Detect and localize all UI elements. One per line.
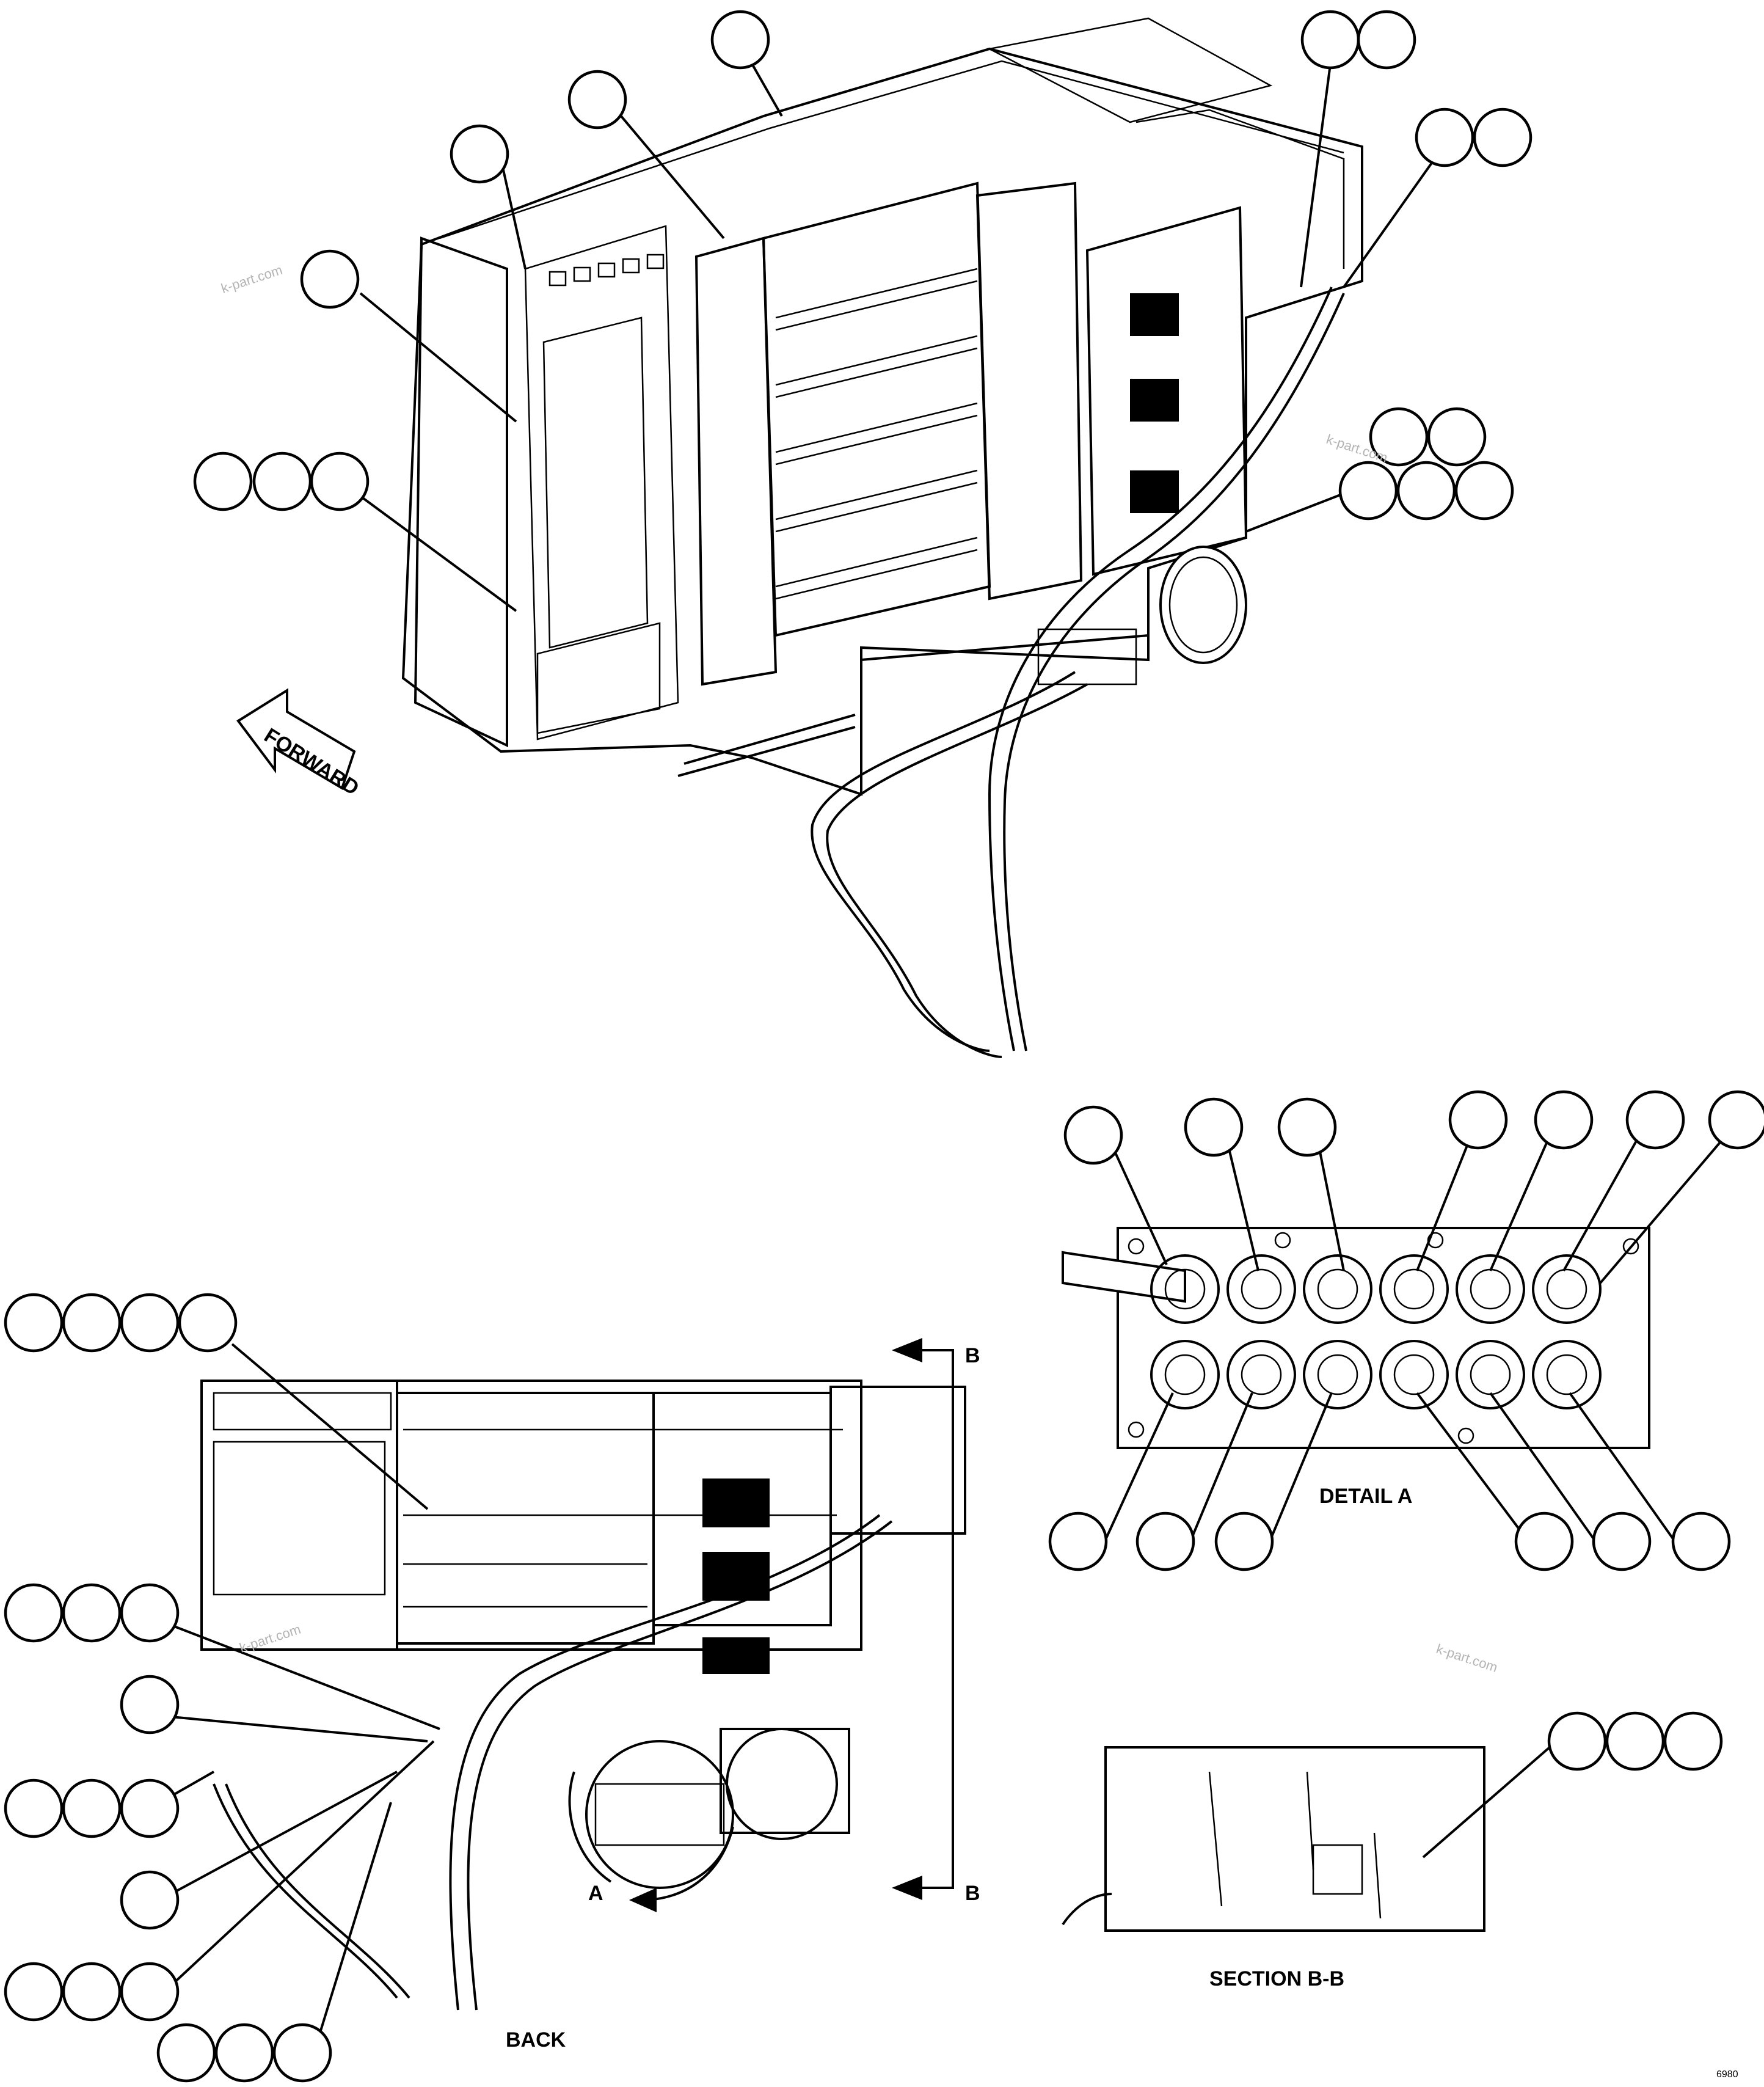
- callout-balloon: [178, 1293, 238, 1353]
- grommet-row-top: [1150, 1254, 1602, 1324]
- callout-balloon: [120, 1962, 180, 2022]
- callout-balloons: [4, 10, 1764, 2083]
- callout-balloon: [1357, 10, 1416, 70]
- callout-balloon: [1427, 407, 1487, 467]
- card-rack: [775, 268, 978, 600]
- callout-balloon: [450, 124, 509, 184]
- callout-balloon: [1396, 461, 1456, 521]
- callout-balloon: [4, 1583, 64, 1643]
- callout-balloon: [1300, 10, 1360, 70]
- callout-balloon: [1448, 1090, 1508, 1150]
- callout-balloon: [193, 451, 253, 511]
- callout-balloon: [1514, 1511, 1574, 1571]
- callout-balloon: [1415, 108, 1474, 167]
- back-label: BACK: [506, 2028, 566, 2052]
- callout-balloon: [120, 1675, 180, 1734]
- callout-balloon: [1534, 1090, 1594, 1150]
- callout-balloon: [1277, 1097, 1337, 1157]
- vent-grid-back: [702, 1478, 770, 1674]
- detail-marker-letter: A: [588, 1882, 603, 1905]
- isometric-view: FORWARD: [236, 17, 1363, 1058]
- section-bb: SECTION B-B: [1062, 1746, 1485, 1990]
- detail-a-label: DETAIL A: [1319, 1485, 1412, 1508]
- callout-balloon: [1184, 1097, 1244, 1157]
- callout-balloon: [1063, 1105, 1123, 1165]
- callout-balloon: [1473, 108, 1533, 167]
- callout-balloon: [4, 1962, 64, 2022]
- vent-grid: [1130, 293, 1179, 513]
- callout-balloon: [62, 1583, 122, 1643]
- callout-balloon: [1605, 1711, 1665, 1771]
- callout-balloon: [1454, 461, 1514, 521]
- callout-balloon: [120, 1293, 180, 1353]
- forward-arrow: FORWARD: [236, 688, 363, 800]
- callout-balloon: [4, 1293, 64, 1353]
- callout-balloon: [1592, 1511, 1652, 1571]
- leader-lines: [170, 51, 1742, 2041]
- watermark: k-part.com: [1434, 1641, 1500, 1675]
- callout-balloon: [156, 2023, 216, 2083]
- callout-balloon: [310, 451, 370, 511]
- callout-balloon: [4, 1778, 64, 1838]
- callout-balloon: [62, 1778, 122, 1838]
- callout-balloon: [272, 2023, 332, 2083]
- callout-balloon: [1547, 1711, 1607, 1771]
- connector-row: [549, 254, 665, 287]
- callout-balloon: [300, 249, 360, 309]
- section-marker-bottom: B: [965, 1882, 980, 1905]
- grommet-row-bottom: [1150, 1340, 1602, 1409]
- callout-balloon: [1135, 1511, 1195, 1571]
- callout-balloon: [1708, 1090, 1764, 1150]
- callout-balloon: [1338, 461, 1398, 521]
- callout-balloon: [120, 1583, 180, 1643]
- callout-balloon: [62, 1962, 122, 2022]
- callout-balloon: [1671, 1511, 1731, 1571]
- callout-balloon: [1663, 1711, 1723, 1771]
- back-view: B B A BACK: [200, 1338, 980, 2052]
- callout-balloon: [1369, 407, 1429, 467]
- section-bb-label: SECTION B-B: [1209, 1967, 1344, 1990]
- callout-balloon: [214, 2023, 274, 2083]
- callout-balloon: [120, 1870, 180, 1930]
- detail-a: DETAIL A: [1062, 1227, 1650, 1508]
- callout-balloon: [252, 451, 312, 511]
- watermark: k-part.com: [219, 262, 285, 296]
- sheet-id: 6980: [1716, 2069, 1738, 2080]
- section-marker-top: B: [965, 1344, 980, 1367]
- callout-balloon: [1625, 1090, 1685, 1150]
- callout-balloon: [120, 1778, 180, 1838]
- callout-balloon: [1048, 1511, 1108, 1571]
- callout-balloon: [62, 1293, 122, 1353]
- callout-balloon: [1214, 1511, 1274, 1571]
- callout-balloon: [567, 70, 627, 130]
- callout-balloon: [710, 10, 770, 70]
